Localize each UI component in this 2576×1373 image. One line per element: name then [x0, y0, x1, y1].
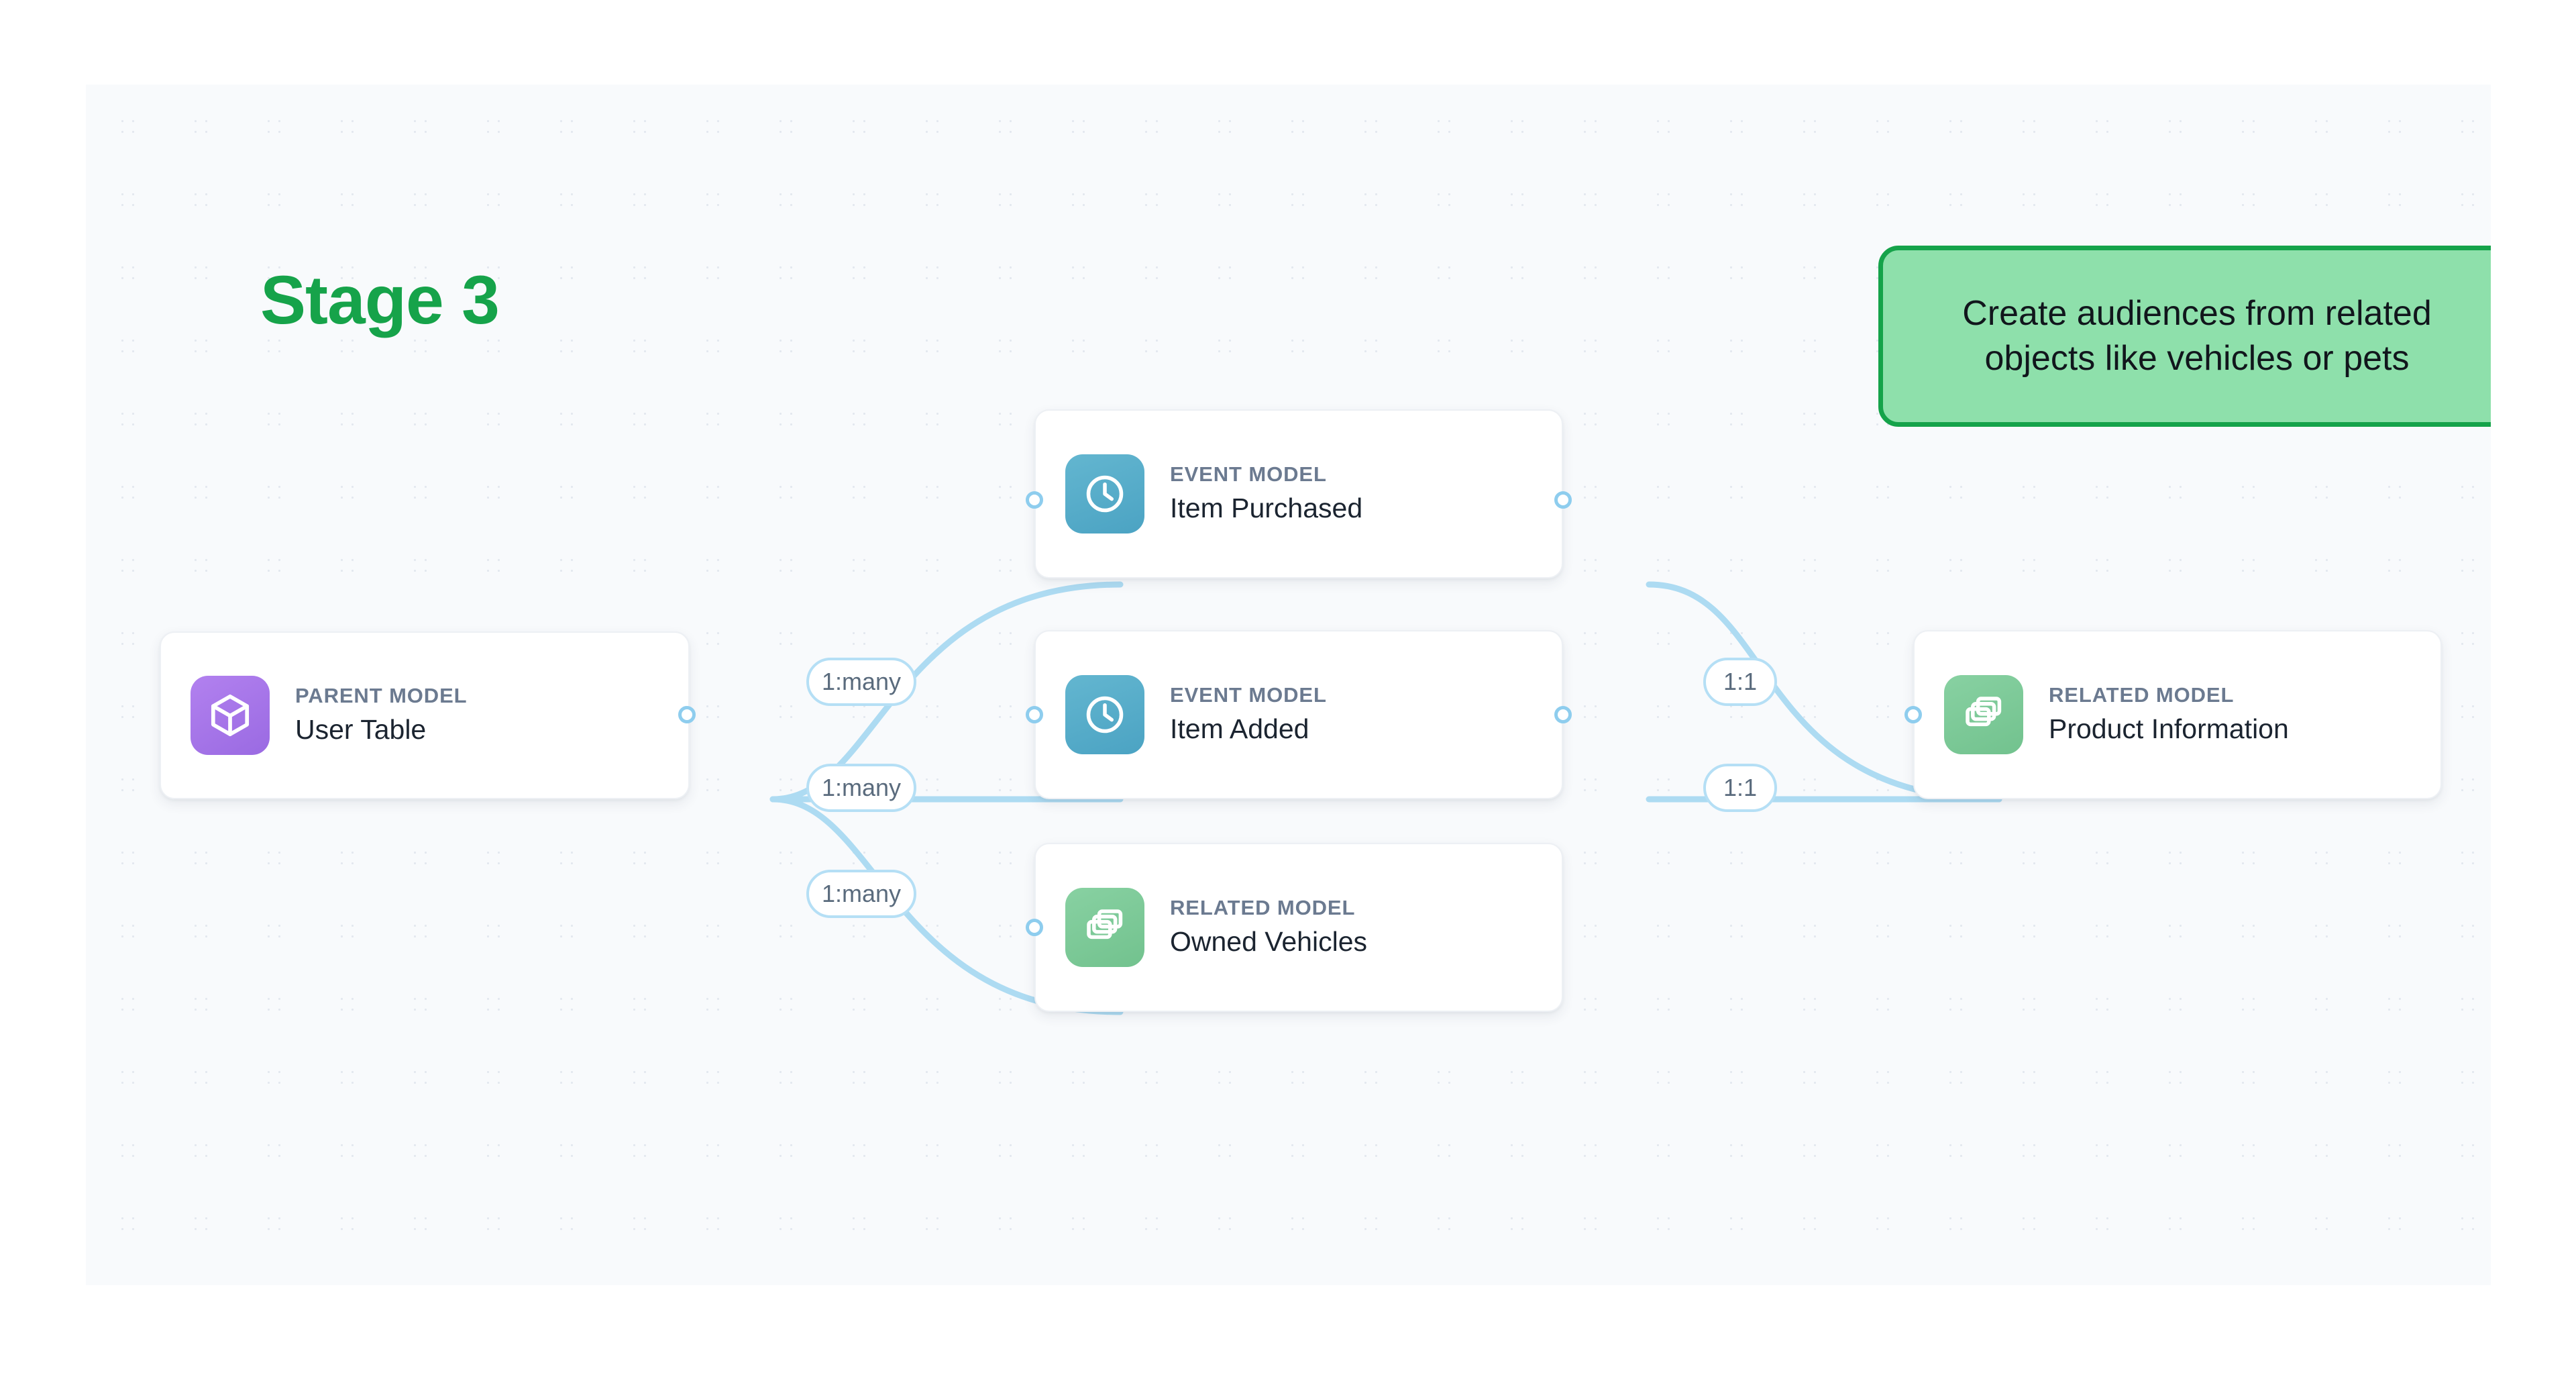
diagram-canvas[interactable]: Stage 3 Create audiences from related ob… — [86, 85, 2491, 1285]
port-owned-vehicles-in[interactable] — [1026, 919, 1043, 936]
node-card-item-purchased[interactable]: EVENT MODEL Item Purchased — [1034, 409, 1563, 578]
layers-icon — [1944, 675, 2023, 754]
callout-box: Create audiences from related objects li… — [1878, 246, 2491, 427]
port-item-added-in[interactable] — [1026, 706, 1043, 723]
node-title: Item Added — [1170, 713, 1309, 744]
node-title: Owned Vehicles — [1170, 925, 1368, 957]
node-kicker: EVENT MODEL — [1170, 462, 1327, 487]
node-title: Item Purchased — [1170, 492, 1363, 523]
port-item-purchased-out[interactable] — [1554, 491, 1572, 509]
clock-icon — [1065, 675, 1144, 754]
cube-icon — [191, 676, 270, 755]
edge-label-user-table-owned-vehicles[interactable]: 1:many — [806, 870, 916, 918]
node-kicker: EVENT MODEL — [1170, 683, 1327, 707]
node-title: Product Information — [2049, 713, 2289, 744]
node-kicker: PARENT MODEL — [295, 684, 468, 708]
edge-label-user-table-item-purchased[interactable]: 1:many — [806, 658, 916, 706]
edge-label-item-added-product-information[interactable]: 1:1 — [1703, 764, 1777, 812]
edge-label-user-table-item-added[interactable]: 1:many — [806, 764, 916, 812]
clock-icon — [1065, 454, 1144, 533]
edge-label-item-purchased-product-information[interactable]: 1:1 — [1703, 658, 1777, 706]
port-item-purchased-in[interactable] — [1026, 491, 1043, 509]
node-card-product-information[interactable]: RELATED MODEL Product Information — [1913, 630, 2442, 799]
layers-icon — [1065, 888, 1144, 967]
node-card-item-added[interactable]: EVENT MODEL Item Added — [1034, 630, 1563, 799]
node-kicker: RELATED MODEL — [1170, 896, 1356, 920]
node-card-user-table[interactable]: PARENT MODEL User Table — [160, 631, 690, 799]
node-card-owned-vehicles[interactable]: RELATED MODEL Owned Vehicles — [1034, 843, 1563, 1012]
node-title: User Table — [295, 713, 427, 745]
port-user-table-out[interactable] — [678, 706, 696, 723]
callout-text: Create audiences from related objects li… — [1962, 294, 2432, 378]
port-product-information-in[interactable] — [1904, 706, 1922, 723]
node-kicker: RELATED MODEL — [2049, 683, 2235, 707]
port-item-added-out[interactable] — [1554, 706, 1572, 723]
page-title: Stage 3 — [260, 262, 500, 338]
